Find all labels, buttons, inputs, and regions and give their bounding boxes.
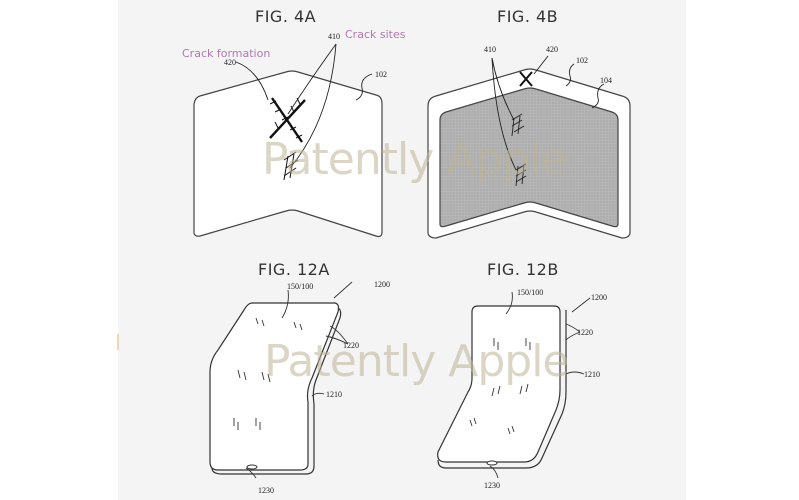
watermark-bottom: Patently Apple [264,336,569,387]
ref-102-b: 102 [576,56,588,65]
fig-12b-drawing [437,305,567,469]
port-icons [246,460,498,470]
ref-1230: 1230 [258,486,274,495]
fig-12a-title: FIG. 12A [258,260,330,279]
fig-4a-leaders [235,43,373,169]
ref-1210: 1210 [326,390,342,399]
fig-12a-leaders [233,281,353,479]
ref-1200: 1200 [374,280,390,289]
fig-4a-title: FIG. 4A [255,7,317,26]
edge-mark [117,334,119,350]
crack-formation-x [269,97,306,143]
fig-12b-leaders [469,291,591,479]
ref-1200-b: 1200 [591,293,607,302]
watermark-top: Patently Apple [262,134,567,185]
ref-420: 420 [224,58,236,67]
ref-410-b: 410 [484,45,496,54]
fig-12a-drawing [209,302,342,475]
crack-sites-label: Crack sites [345,28,406,41]
fig-4b-hatch-and-leaders [491,55,605,187]
crack-sites-hatch [269,97,303,181]
fig-4b-crack-x [519,71,533,87]
fig-12b-title: FIG. 12B [487,260,559,279]
ref-104: 104 [600,76,612,85]
ref-1220-b: 1220 [577,328,593,337]
ref-420-b: 420 [546,45,558,54]
ref-102: 102 [375,70,387,79]
ref-1210-b: 1210 [584,370,600,379]
ref-410: 410 [328,32,340,41]
ref-150-100-b: 150/100 [517,288,544,297]
ref-1220: 1220 [343,341,359,350]
fig-4b-drawing [427,68,631,239]
fig-4a-drawing [193,70,383,238]
ref-1230-b: 1230 [484,481,500,490]
crack-formation-label: Crack formation [182,47,271,60]
ref-150-100: 150/100 [287,282,314,291]
fig-4b-title: FIG. 4B [497,7,559,26]
